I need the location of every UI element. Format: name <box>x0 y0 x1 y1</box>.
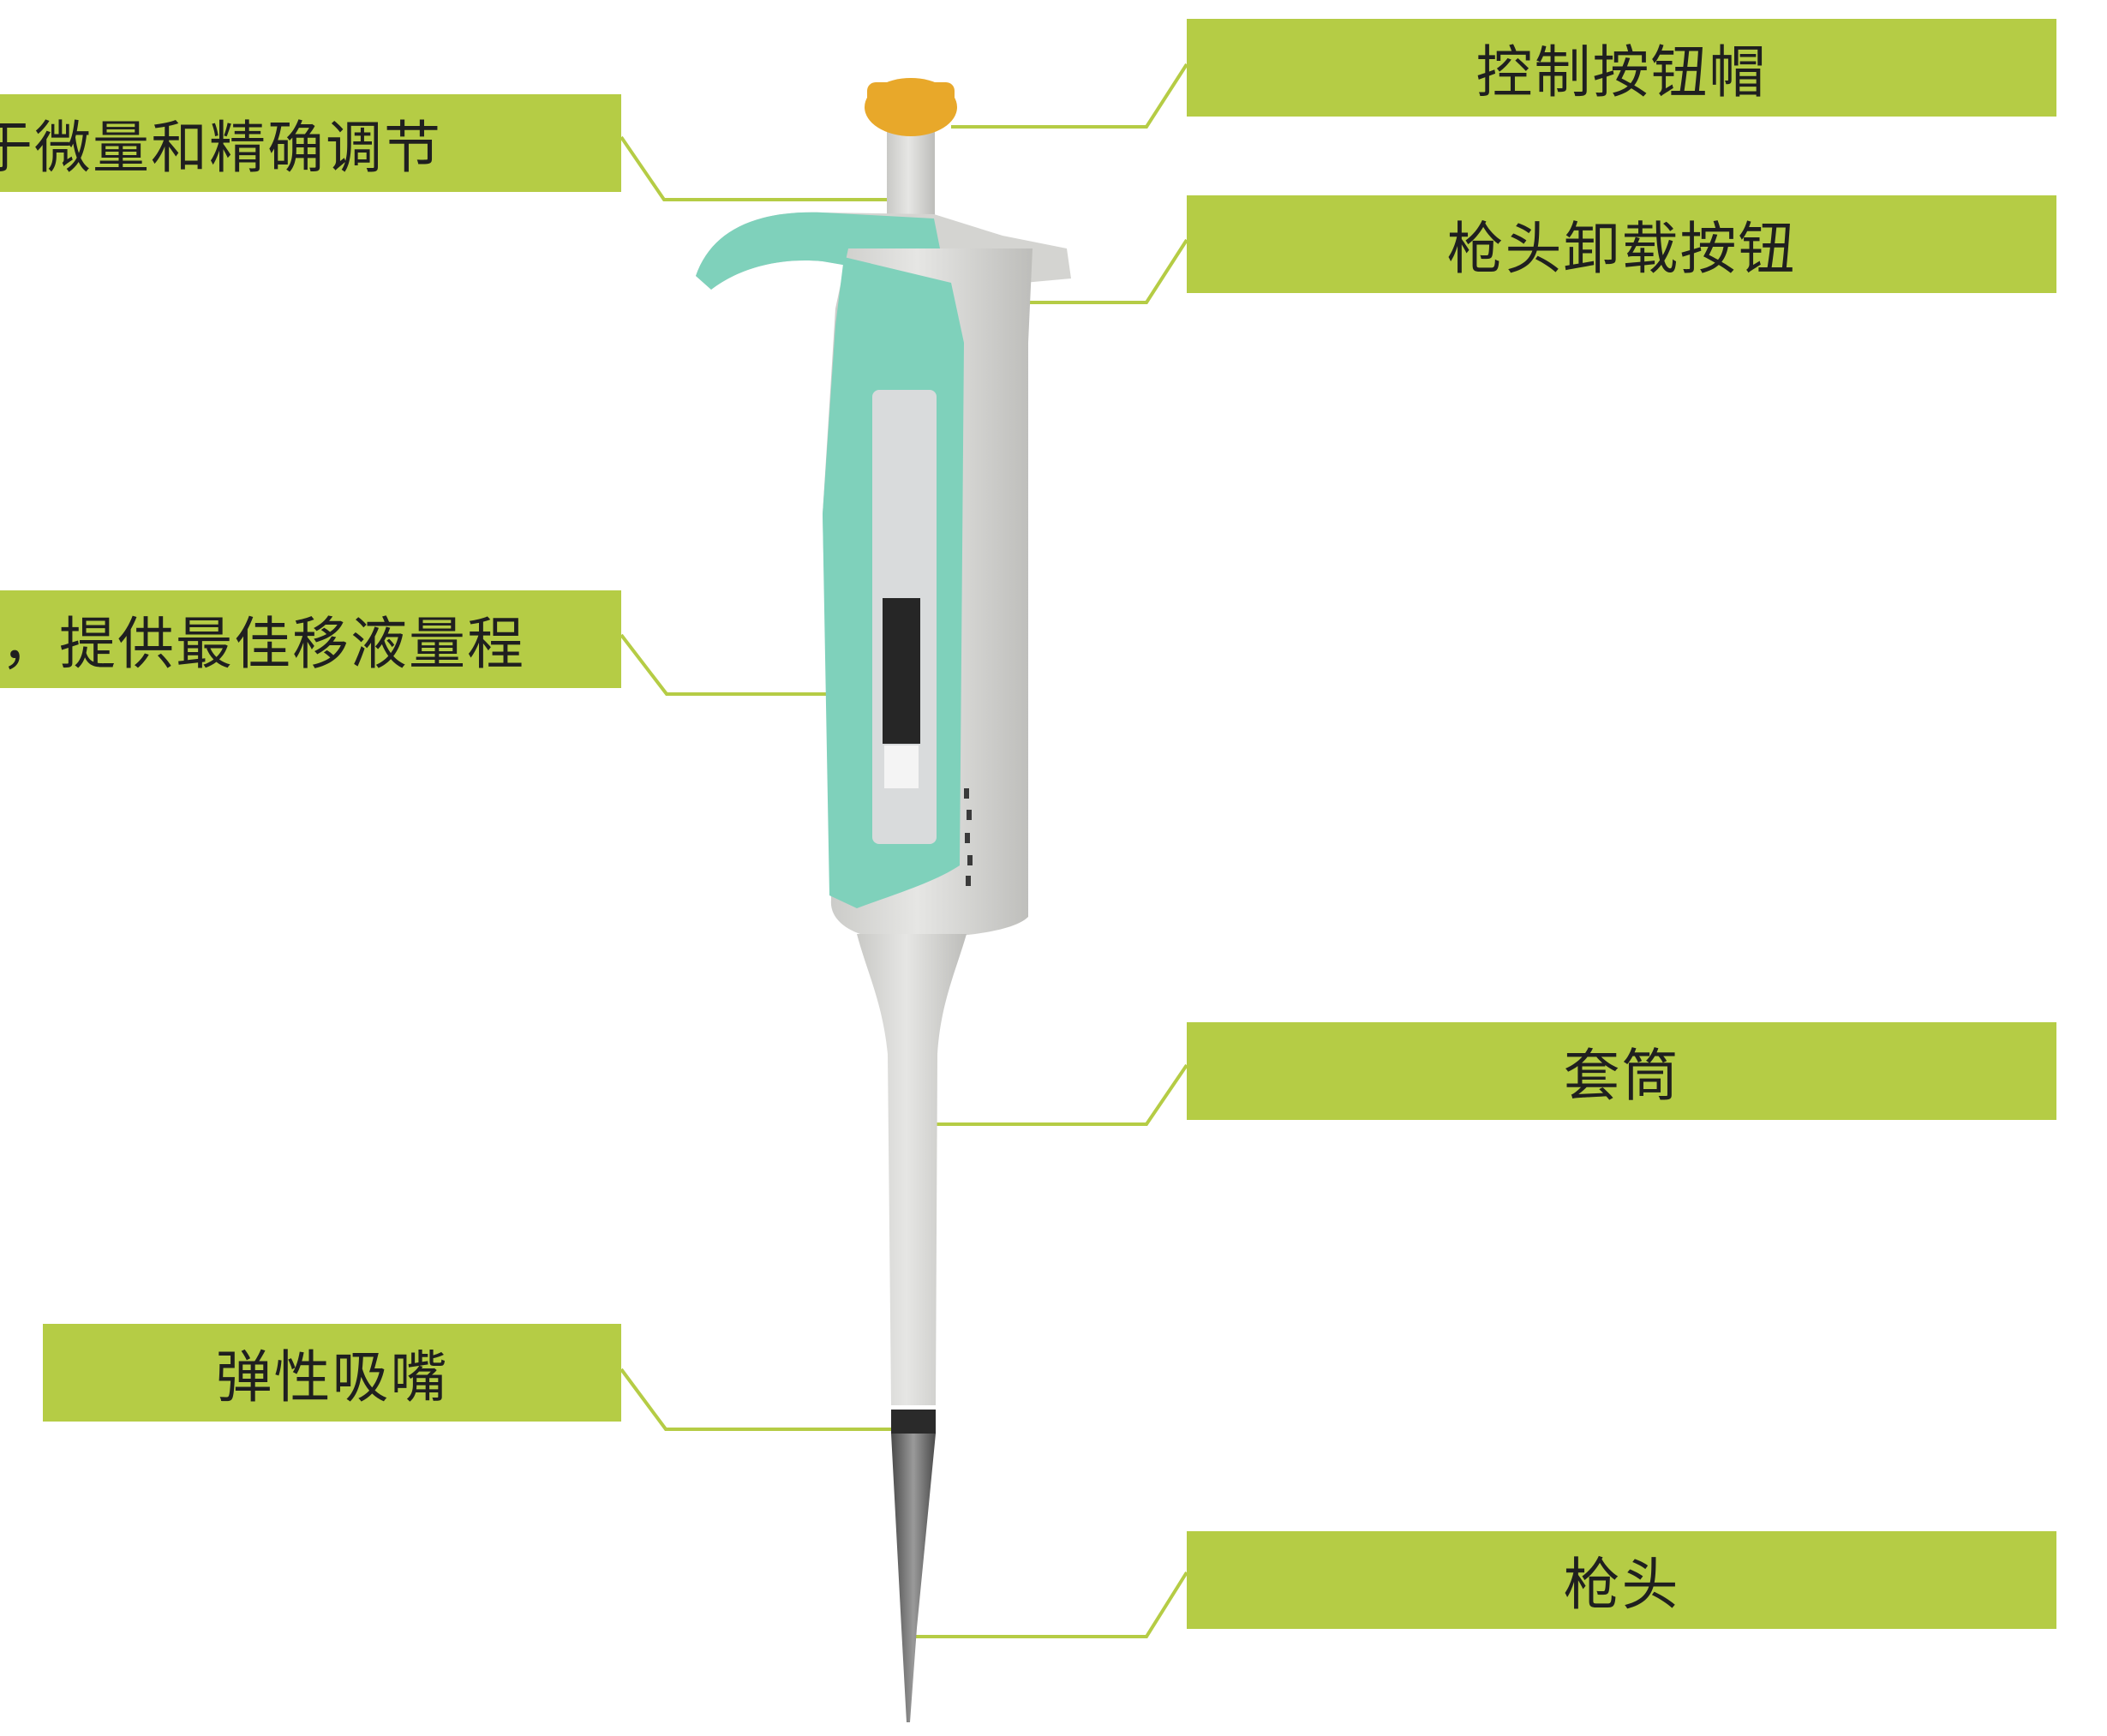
label-volume-range: x，提供最佳移液量程 <box>0 590 621 688</box>
control-cap-icon <box>865 78 957 136</box>
pipette-illustration <box>696 78 1071 1722</box>
label-elastic-seal-text: 弹性吸嘴 <box>215 1344 449 1410</box>
label-box-adjust <box>0 94 621 192</box>
pipette-tip <box>891 1434 936 1722</box>
leader-line-eject <box>1003 238 1188 304</box>
label-sleeve: 套筒 <box>1187 1022 2056 1120</box>
label-tip-text: 枪头 <box>1563 1552 1680 1618</box>
label-box-sleeve <box>1187 1022 2056 1120</box>
leader-line-range <box>620 633 883 696</box>
label-control-cap: 控制按钮帽 <box>1187 19 2056 117</box>
label-box-tip <box>1187 1531 2056 1629</box>
label-fine-adjustment: 于微量和精确调节 <box>0 94 621 192</box>
label-elastic-seal: 弹性吸嘴 <box>43 1324 621 1422</box>
label-tip-eject-button-text: 枪头卸载按钮 <box>1446 216 1797 282</box>
label-volume-range-text: x，提供最佳移液量程 <box>0 611 526 677</box>
leader-line-tip <box>913 1571 1188 1638</box>
elastic-seal <box>891 1410 936 1434</box>
label-box-range <box>0 590 621 688</box>
label-tip: 枪头 <box>1187 1531 2056 1629</box>
volume-display <box>883 598 920 744</box>
leader-line-seal <box>620 1368 891 1431</box>
scale-markings <box>964 788 973 886</box>
leader-line-sleeve <box>934 1063 1188 1126</box>
label-tip-eject-button: 枪头卸载按钮 <box>1187 195 2056 293</box>
label-box-eject <box>1187 195 2056 293</box>
leader-line-adjust <box>620 135 930 201</box>
sleeve-shaft <box>857 934 967 1405</box>
leader-line-cap <box>951 63 1188 129</box>
label-box-cap <box>1187 19 2056 117</box>
plunger-stem <box>887 120 935 231</box>
label-box-seal <box>43 1324 621 1422</box>
label-sleeve-text: 套筒 <box>1563 1043 1680 1109</box>
label-fine-adjustment-text: 于微量和精确调节 <box>0 115 442 181</box>
label-control-cap-text: 控制按钮帽 <box>1475 39 1768 105</box>
